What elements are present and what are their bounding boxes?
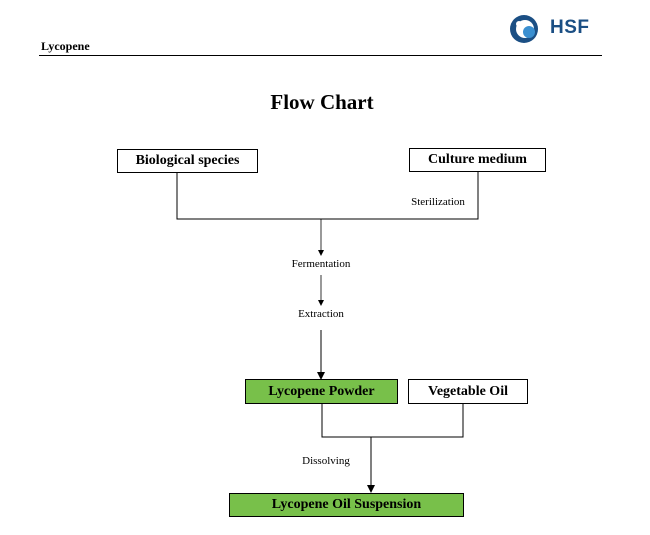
step-dissolving: Dissolving [302,455,350,467]
merge-connector-bottom [321,403,464,438]
merge-connector-top [176,172,479,220]
step-sterilization: Sterilization [411,196,465,208]
hsf-logo-icon [510,15,538,43]
diagram-title: Flow Chart [270,90,374,114]
node-lycopene-oil-suspension: Lycopene Oil Suspension [229,493,464,517]
document-title: Lycopene [41,39,90,53]
header-divider [39,55,602,56]
step-extraction: Extraction [298,308,344,320]
node-vegetable-oil: Vegetable Oil [408,379,528,404]
node-biological-species: Biological species [117,149,258,173]
step-fermentation: Fermentation [291,258,351,270]
logo-wordmark: HSF [550,17,590,38]
node-culture-medium: Culture medium [409,148,546,172]
node-lycopene-powder: Lycopene Powder [245,379,398,404]
